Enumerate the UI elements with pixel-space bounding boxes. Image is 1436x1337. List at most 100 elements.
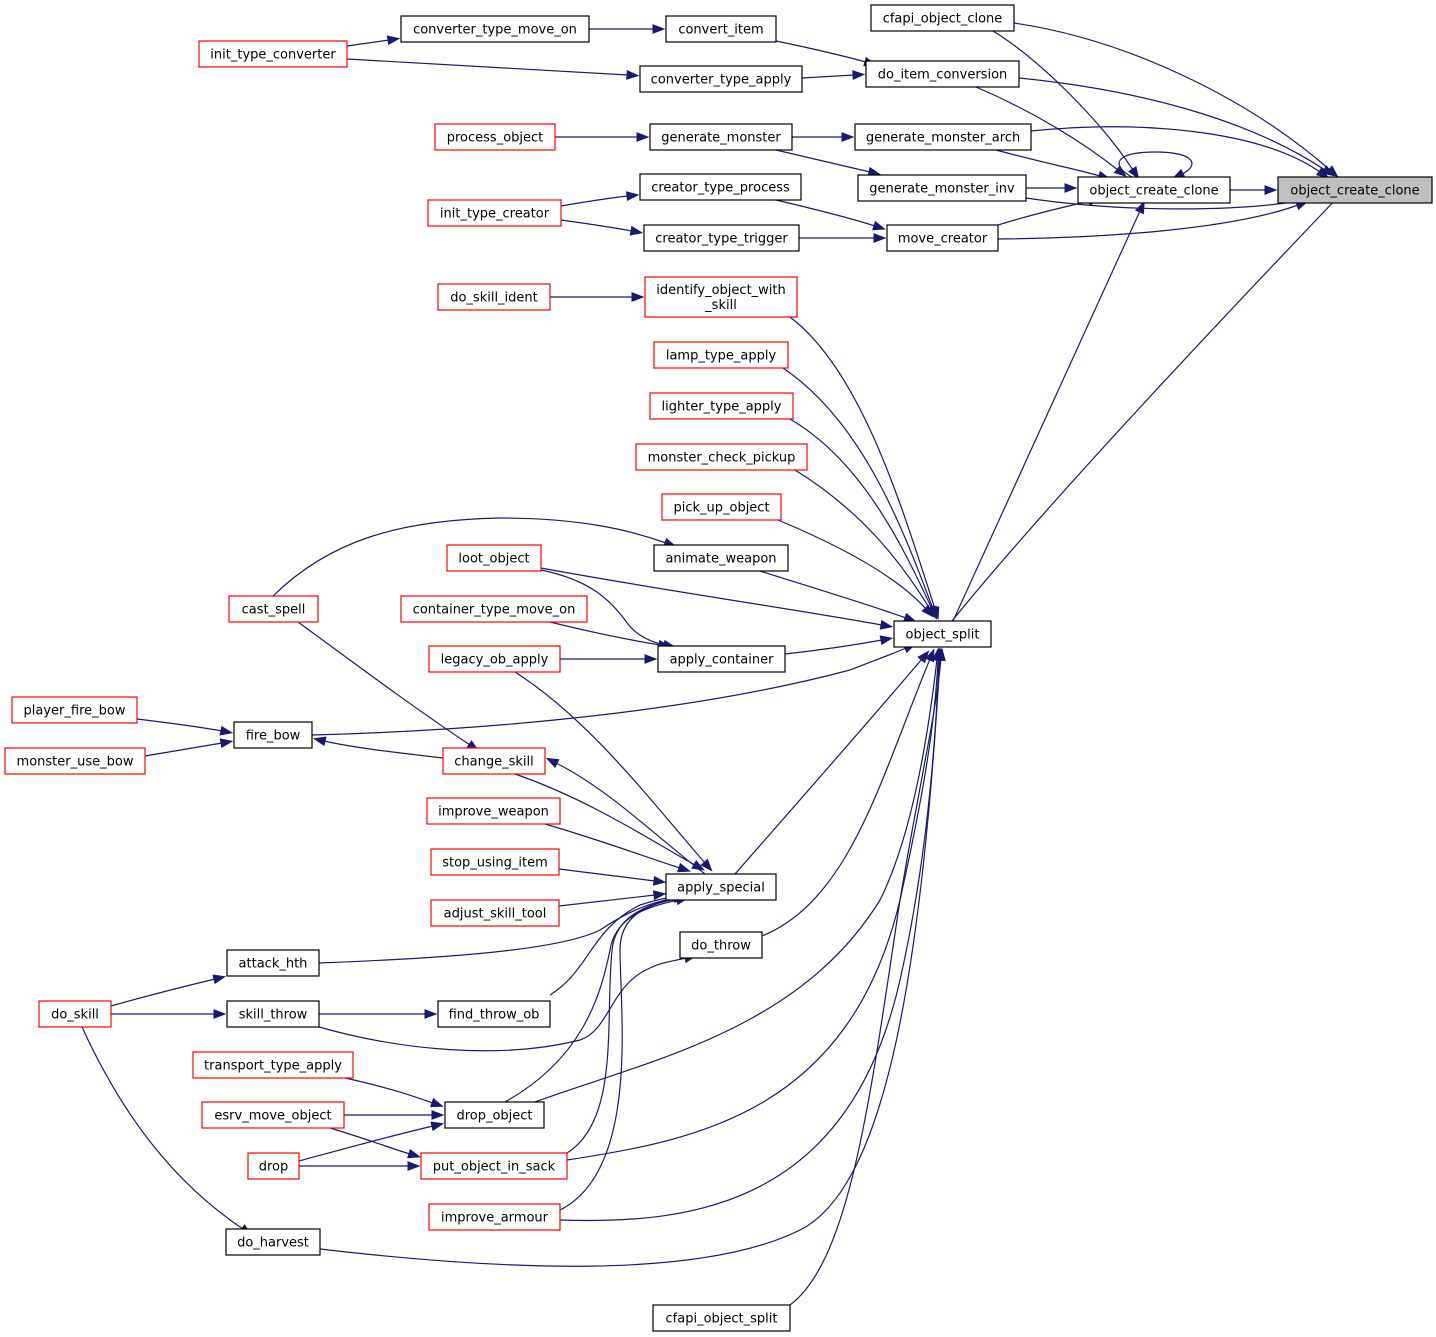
node-animate-weapon[interactable]: animate_weapon — [653, 544, 789, 572]
node-creator-type-process[interactable]: creator_type_process — [639, 173, 802, 201]
edge-lamp_type_apply-to-object_split — [782, 367, 938, 620]
node-cfapi-object-clone[interactable]: cfapi_object_clone — [870, 4, 1015, 32]
node-box — [639, 173, 802, 201]
edge-player_fire_bow-to-fire_bow — [136, 718, 234, 736]
node-box — [865, 60, 1020, 88]
node-monster-check-pickup[interactable]: monster_check_pickup — [635, 443, 808, 471]
node-improve-weapon[interactable]: improve_weapon — [426, 797, 561, 825]
node-box — [428, 1203, 561, 1231]
node-label: do_skill — [51, 1008, 99, 1023]
node-box — [4, 747, 146, 775]
node-drop[interactable]: drop — [247, 1152, 300, 1180]
edge-line — [782, 367, 934, 610]
node-init-type-converter[interactable]: init_type_converter — [198, 40, 348, 68]
node-label: init_type_creator — [440, 207, 550, 222]
node-convert-item[interactable]: convert_item — [665, 15, 777, 43]
node-legacy-ob-apply[interactable]: legacy_ob_apply — [428, 645, 561, 673]
node-box — [854, 123, 1032, 151]
node-box — [400, 595, 588, 623]
arrowhead — [386, 35, 401, 46]
node-lighter-type-apply[interactable]: lighter_type_apply — [649, 392, 794, 420]
node-container-type-move-on[interactable]: container_type_move_on — [400, 595, 588, 623]
edge-line — [544, 823, 681, 869]
edge-line — [566, 897, 681, 1154]
node-identify-object-with-skill[interactable]: identify_object_with_skill — [644, 276, 798, 318]
edge-cfapi_object_clone-to-object_create_clone — [992, 30, 1140, 180]
node-label: creator_type_process — [651, 181, 790, 196]
arrowhead — [407, 1161, 421, 1171]
node-creator-type-trigger[interactable]: creator_type_trigger — [643, 224, 800, 252]
node-label: converter_type_apply — [651, 73, 792, 88]
edge-object_split-to-object_create_clone — [952, 200, 1145, 622]
node-skill-throw[interactable]: skill_throw — [226, 1000, 320, 1028]
edge-line — [319, 658, 941, 1267]
node-box — [427, 199, 562, 227]
node-apply-container[interactable]: apply_container — [657, 645, 786, 673]
node-label: convert_item — [678, 23, 763, 38]
node-cast-spell[interactable]: cast_spell — [228, 595, 319, 623]
node-converter-type-apply[interactable]: converter_type_apply — [639, 65, 803, 93]
node-generate-monster-inv[interactable]: generate_monster_inv — [857, 174, 1027, 202]
arrowhead — [924, 648, 935, 663]
node-improve-armour[interactable]: improve_armour — [428, 1203, 561, 1231]
node-player-fire-bow[interactable]: player_fire_bow — [11, 696, 138, 724]
node-object-split[interactable]: object_split — [893, 620, 992, 648]
edge-cfapi_object_split-to-object_split — [789, 647, 946, 1306]
node-lamp-type-apply[interactable]: lamp_type_apply — [653, 341, 789, 369]
node-box — [38, 1000, 112, 1028]
node-move-creator[interactable]: move_creator — [886, 224, 999, 252]
node-esrv-move-object[interactable]: esrv_move_object — [201, 1101, 345, 1129]
edge-pick_up_object-to-object_split — [777, 519, 934, 618]
node-label: object_create_clone — [1290, 184, 1419, 199]
node-label: drop — [259, 1160, 289, 1175]
node-init-type-creator[interactable]: init_type_creator — [427, 199, 562, 227]
edge-line — [549, 895, 679, 996]
node-pick-up-object[interactable]: pick_up_object — [661, 493, 782, 521]
node-do-item-conversion[interactable]: do_item_conversion — [865, 60, 1020, 88]
node-do-harvest[interactable]: do_harvest — [225, 1228, 321, 1256]
node-apply-special[interactable]: apply_special — [665, 873, 777, 901]
node-adjust-skill-tool[interactable]: adjust_skill_tool — [430, 899, 560, 927]
edge-line — [560, 219, 633, 232]
arrowhead — [430, 1121, 445, 1132]
node-box — [437, 283, 551, 311]
node-box — [226, 1000, 320, 1028]
edge-move_creator-to-object_create_clone_root — [997, 200, 1309, 240]
node-monster-use-bow[interactable]: monster_use_bow — [4, 747, 146, 775]
node-loot-object[interactable]: loot_object — [446, 544, 542, 572]
node-attack-hth[interactable]: attack_hth — [226, 949, 320, 977]
arrowhead — [429, 1097, 444, 1108]
node-fire-bow[interactable]: fire_bow — [233, 721, 313, 749]
edge-line — [952, 210, 1141, 622]
node-converter-type-move-on[interactable]: converter_type_move_on — [400, 15, 590, 43]
arrowhead — [312, 736, 327, 747]
node-cfapi-object-split[interactable]: cfapi_object_split — [652, 1304, 791, 1332]
node-generate-monster-arch[interactable]: generate_monster_arch — [854, 123, 1032, 151]
node-do-skill[interactable]: do_skill — [38, 1000, 112, 1028]
node-stop-using-item[interactable]: stop_using_item — [430, 848, 560, 876]
node-do-throw[interactable]: do_throw — [679, 931, 763, 959]
edge-animate_weapon-to-object_split — [759, 570, 917, 623]
node-label: skill_throw — [239, 1008, 308, 1023]
node-find-throw-ob[interactable]: find_throw_ob — [437, 1000, 551, 1028]
node-box — [644, 276, 798, 318]
node-put-object-in-sack[interactable]: put_object_in_sack — [420, 1152, 568, 1180]
node-change-skill[interactable]: change_skill — [442, 747, 546, 775]
arrowhead — [625, 191, 640, 202]
node-transport-type-apply[interactable]: transport_type_apply — [192, 1051, 354, 1079]
node-generate-monster[interactable]: generate_monster — [649, 123, 793, 151]
edge-converter_type_move_on-to-convert_item — [589, 24, 666, 34]
edge-converter_type_apply-to-do_item_conversion — [801, 70, 866, 81]
node-drop-object[interactable]: drop_object — [444, 1101, 545, 1129]
edge-line — [136, 718, 223, 732]
node-box — [679, 931, 763, 959]
node-label: adjust_skill_tool — [444, 907, 547, 922]
edge-line — [789, 658, 942, 1306]
node-object-create-clone[interactable]: object_create_clone — [1077, 176, 1231, 204]
node-do-skill-ident[interactable]: do_skill_ident — [437, 283, 551, 311]
node-object-create-clone-root[interactable]: object_create_clone — [1277, 176, 1433, 204]
nodes-layer: object_create_cloneobject_create_clonecf… — [4, 4, 1433, 1332]
edge-line — [995, 149, 1101, 177]
edge-line — [540, 567, 883, 626]
node-process-object[interactable]: process_object — [434, 123, 556, 151]
